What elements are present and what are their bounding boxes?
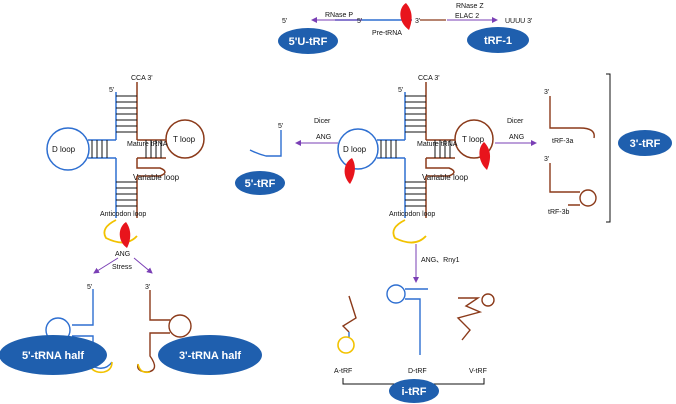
- trf3a-strand: [549, 96, 595, 139]
- arrow-to-3half: [133, 257, 153, 274]
- trf3b-t-loop: [579, 189, 597, 207]
- v-trf-strand: [456, 297, 483, 341]
- badge-3-trna-half: [158, 335, 262, 375]
- d-trf-label: D-tRF: [408, 368, 427, 375]
- rnase-p-label: RNase P: [325, 12, 353, 19]
- right-ac-pairs: [405, 181, 426, 207]
- rnase-scissor-icon: [400, 3, 412, 30]
- half3-t-loop: [168, 314, 192, 338]
- a-trf-label: A-tRF: [334, 368, 352, 375]
- pre-three-prime: 3': [415, 18, 420, 25]
- arrow-to-5half: [93, 257, 119, 274]
- elac2-label: ELAC 2: [455, 13, 479, 20]
- right-variable-loop: [425, 158, 455, 177]
- left-variable-label: Variable loop: [133, 173, 180, 182]
- five-trf-ang: ANG: [316, 134, 331, 141]
- d-trf-strand: [405, 288, 428, 355]
- badge-5-trf-text: 5'-tRF: [245, 178, 276, 190]
- pre-trna-processing: RNase P 5' 5' 3' Pre-tRNA RNase Z ELAC 2…: [278, 3, 532, 54]
- half3-three-prime: 3': [145, 284, 150, 291]
- left-d-loop: [46, 127, 90, 171]
- v-trf-label: V-tRF: [469, 368, 487, 375]
- stress-label: Stress: [112, 264, 132, 271]
- left-trna-cloverleaf: CCA 3' 5' D loop T loop Mature tRNA Vari…: [46, 75, 205, 274]
- right-d-loop-label: D loop: [343, 145, 367, 154]
- badge-3-trna-half-text: 3'-tRNA half: [179, 350, 241, 362]
- right-d-loop: [337, 128, 379, 170]
- pre-five-prime-2: 5': [357, 18, 362, 25]
- badge-trf1: [467, 27, 529, 53]
- trf3b-strand: [549, 163, 580, 206]
- badge-5utrf-text: 5'U-tRF: [289, 36, 328, 48]
- right-d-pairs: [380, 140, 397, 158]
- d-trf-d-loop: [386, 284, 406, 304]
- right-anticodon-label: Anticodon loop: [389, 211, 435, 218]
- five-trf-five-prime: 5': [278, 123, 283, 130]
- left-t-pairs: [145, 140, 162, 158]
- left-d-loop-label: D loop: [52, 145, 76, 154]
- left-t-loop: [165, 119, 205, 159]
- badge-5utrf: [278, 28, 338, 54]
- right-anticodon-loop: [392, 219, 427, 244]
- three-trf-bracket: [606, 73, 611, 223]
- left-t-loop-label: T loop: [173, 135, 196, 144]
- half5-five-prime: 5': [87, 284, 92, 291]
- ang-rny1-label: ANG、Rny1: [421, 257, 460, 264]
- badge-5-trf: [235, 171, 285, 195]
- right-t-pairs: [434, 140, 451, 158]
- left-cca-label: CCA 3': [131, 75, 153, 82]
- right-acceptor-pairs: [405, 95, 426, 133]
- left-mature-label: Mature tRNA: [127, 141, 168, 148]
- right-d-scissor-icon: [344, 158, 355, 184]
- left-anticodon-loop: [103, 219, 138, 244]
- half3-anticodon-half: [137, 363, 151, 374]
- a-trf-strand-top: [341, 295, 357, 333]
- a-trf-anticodon-loop: [337, 336, 355, 354]
- right-trna-cloverleaf: CCA 3' 5' D loop T loop Mature tRNA Vari…: [337, 75, 494, 283]
- trf3b-label: tRF-3b: [548, 209, 570, 216]
- left-anticodon-label: Anticodon loop: [100, 211, 146, 218]
- left-d-pairs: [91, 140, 108, 158]
- left-variable-loop: [136, 158, 166, 177]
- rnase-z-label: RNase Z: [456, 3, 484, 10]
- left-acceptor-pairs: [116, 95, 137, 133]
- left-five-prime: 5': [109, 87, 114, 94]
- right-mature-label: Mature tRNA: [417, 141, 458, 148]
- badge-3-trf: [618, 130, 672, 156]
- i-trf-fragments: A-tRF D-tRF V-tRF: [334, 284, 495, 389]
- right-cca-label: CCA 3': [418, 75, 440, 82]
- trf3a-three-prime: 3': [544, 89, 549, 96]
- badge-trf1-text: tRF-1: [484, 35, 512, 47]
- five-trf-strand: [249, 130, 282, 157]
- trf3b-three-prime: 3': [544, 156, 549, 163]
- badge-3-trf-text: 3'-tRF: [630, 138, 661, 150]
- five-trf-fragment: 5' Dicer ANG: [249, 118, 338, 157]
- right-t-loop-label: T loop: [462, 135, 485, 144]
- right-t-loop: [454, 119, 494, 159]
- badge-i-trf-text: i-tRF: [401, 386, 426, 398]
- v-trf-loop: [481, 293, 495, 307]
- right-t-scissor-icon: [479, 142, 491, 170]
- uuuu-label: UUUU 3': [505, 18, 532, 25]
- three-trf-ang: ANG: [509, 134, 524, 141]
- badge-5-trna-half-text: 5'-tRNA half: [22, 350, 84, 362]
- pre-five-prime: 5': [282, 18, 287, 25]
- right-variable-label: Variable loop: [422, 173, 469, 182]
- left-ac-pairs: [116, 181, 137, 207]
- pre-trna-label: Pre-tRNA: [372, 30, 402, 37]
- badge-i-trf: [389, 379, 439, 403]
- five-trf-dicer: Dicer: [314, 118, 331, 125]
- left-ang-label: ANG: [115, 251, 130, 258]
- trf3a-label: tRF-3a: [552, 138, 574, 145]
- badge-5-trna-half: [0, 335, 107, 375]
- right-five-prime: 5': [398, 87, 403, 94]
- three-trna-half-fragment: 3': [137, 284, 192, 374]
- three-trf-dicer: Dicer: [507, 118, 524, 125]
- left-ang-scissor-icon: [119, 222, 131, 248]
- three-trf-fragments: Dicer ANG 3' tRF-3a 3' tRF-3b: [495, 73, 611, 223]
